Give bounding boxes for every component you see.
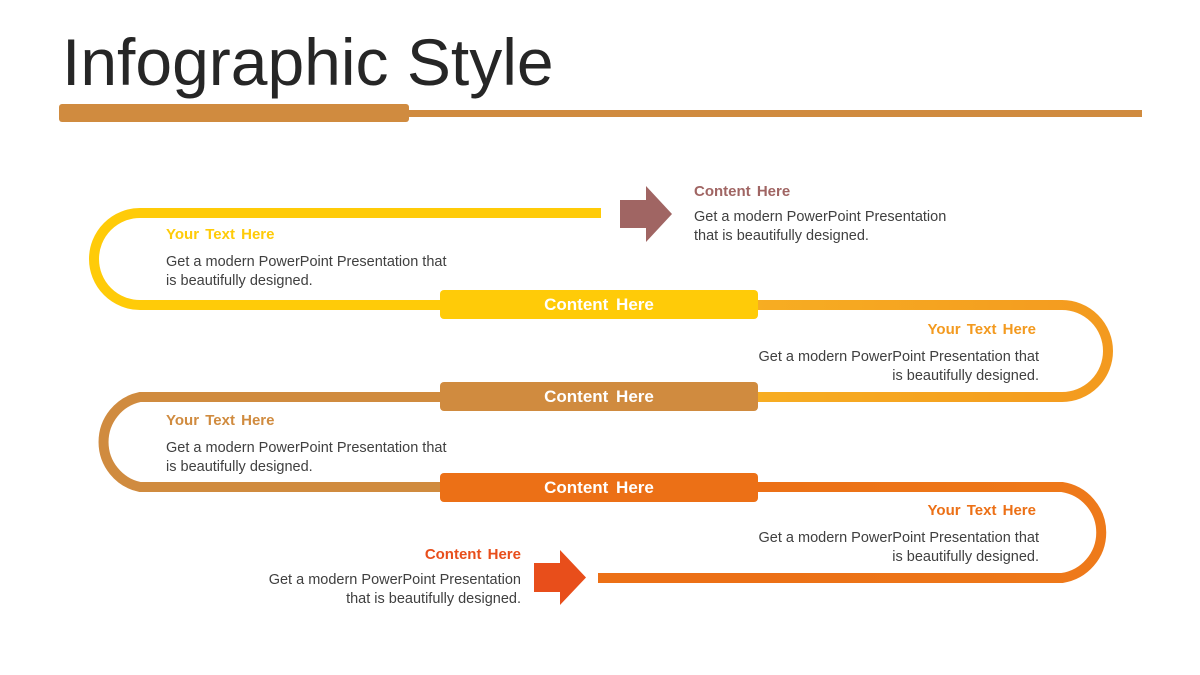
block-heading-top: Content Here [694, 183, 791, 200]
block-heading-orange: Your Text Here [927, 502, 1036, 519]
title-underline-thick [59, 104, 409, 122]
arrow-right-icon [620, 186, 672, 242]
block-heading-bottom: Content Here [424, 546, 521, 563]
body-line: is beautifully designed. [166, 272, 313, 289]
block-heading-yellow: Your Text Here [166, 226, 275, 243]
title-underline-thin [400, 110, 1142, 117]
body-line: is beautifully designed. [166, 458, 313, 475]
body-line: Get a modern PowerPoint Presentation tha… [166, 254, 447, 270]
stage-pill-1: Content Here [440, 290, 758, 319]
body-line: Get a modern PowerPoint Presentation tha… [758, 530, 1040, 546]
block-body-orange: Get a modern PowerPoint Presentation tha… [759, 529, 1040, 566]
track-segment-tan [98, 392, 440, 492]
body-line: is beautifully designed. [892, 548, 1039, 565]
body-line: that is beautifully designed. [694, 227, 869, 244]
block-body-light-orange: Get a modern PowerPoint Presentation tha… [759, 348, 1040, 385]
arrow-right-icon [534, 550, 586, 605]
block-body-bottom: Get a modern PowerPoint Presentation tha… [269, 571, 521, 608]
track-segment-yellow [89, 208, 601, 310]
block-body-yellow: Get a modern PowerPoint Presentation tha… [166, 253, 447, 290]
body-line: Get a modern PowerPoint Presentation [268, 572, 521, 588]
block-body-tan: Get a modern PowerPoint Presentation tha… [166, 439, 447, 476]
track-segment-light-orange [757, 300, 1113, 402]
body-line: Get a modern PowerPoint Presentation [694, 209, 947, 225]
block-heading-tan: Your Text Here [166, 412, 275, 429]
track-segment-orange [598, 482, 1107, 583]
stage-pill-2: Content Here [440, 382, 758, 411]
body-line: is beautifully designed. [892, 367, 1039, 384]
page-title: Infographic Style [62, 25, 554, 99]
stage-pill-3: Content Here [440, 473, 758, 502]
body-line: Get a modern PowerPoint Presentation tha… [758, 349, 1040, 365]
body-line: that is beautifully designed. [346, 590, 521, 607]
block-heading-light-orange: Your Text Here [927, 321, 1036, 338]
block-body-top: Get a modern PowerPoint Presentation tha… [694, 208, 946, 245]
body-line: Get a modern PowerPoint Presentation tha… [166, 440, 447, 456]
